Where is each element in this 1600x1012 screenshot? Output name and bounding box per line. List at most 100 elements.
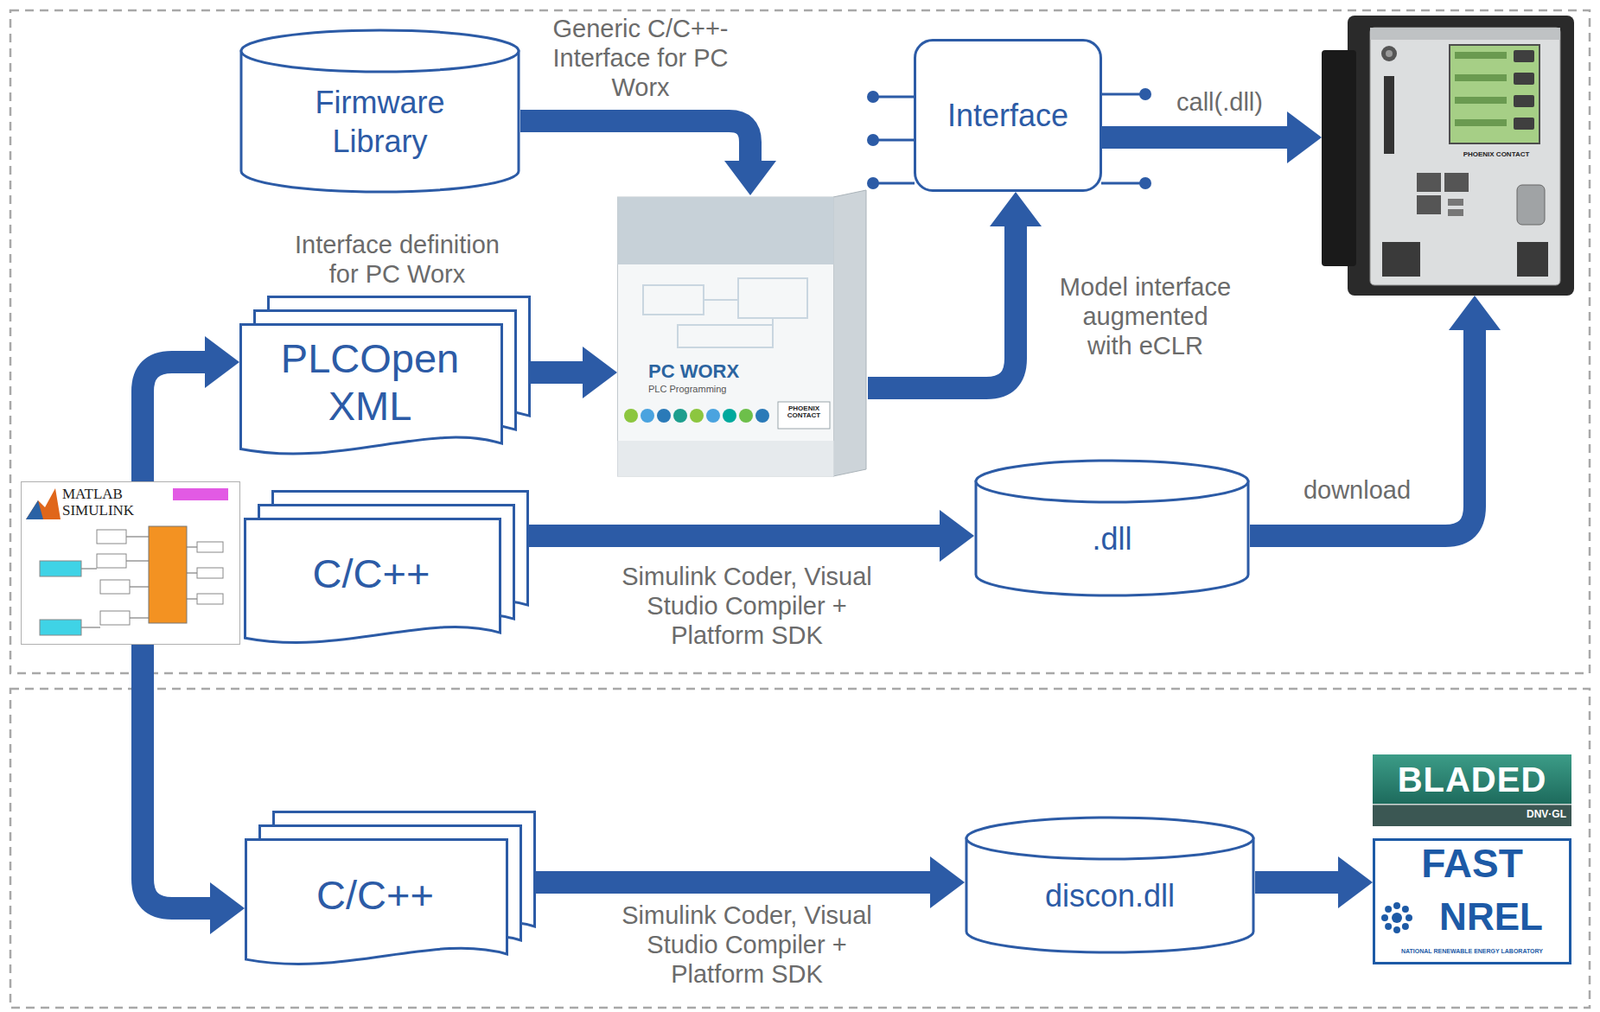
software-box-art (617, 188, 868, 480)
cylinder-top (241, 30, 519, 72)
cover-dot (689, 408, 704, 423)
pin-dot (866, 90, 880, 103)
model-block (96, 554, 127, 568)
pin-line (873, 182, 915, 185)
art-text-slot: BLADED (1372, 759, 1572, 800)
art-label: PC WORX (648, 360, 813, 383)
network-port (1444, 172, 1469, 192)
interface-box: Interface (913, 38, 1103, 192)
arrow-shaft (142, 644, 213, 909)
nrel-mark (1381, 914, 1389, 922)
heading-label: Interface definition for PC Worx (286, 229, 508, 289)
cover-figure (677, 325, 773, 348)
cover-dot (755, 408, 770, 423)
model-block (39, 560, 82, 577)
logo-plate (777, 401, 830, 429)
usb-port (1447, 209, 1464, 217)
document-sheet (246, 840, 508, 965)
art-text-slot: MATLAB SIMULINK (62, 486, 149, 519)
document-sheet (241, 325, 503, 455)
device-display (1449, 44, 1540, 144)
art-label: NATIONAL RENEWABLE ENERGY LABORATORY (1376, 948, 1569, 956)
heading-slot: Interface definition for PC Worx (286, 229, 508, 289)
model-block (100, 580, 130, 594)
document-stack: PLCOpen XMLInterface definition for PC W… (239, 295, 531, 465)
flow-arrow (1255, 856, 1373, 909)
display-key (1513, 72, 1535, 85)
arrow-head (724, 160, 777, 196)
logo-strip (1372, 804, 1572, 827)
display-row (1454, 74, 1507, 82)
edge-label-slot: Simulink Coder, Visual Studio Compiler +… (615, 561, 880, 651)
cover-figure (643, 285, 704, 315)
arrow-shaft (529, 524, 943, 548)
node-label: Firmware Library (293, 82, 467, 161)
device-panel-top (1370, 27, 1561, 40)
arrow-shaft (1249, 327, 1475, 536)
nrel-mark (1384, 923, 1392, 931)
nrel-mark (1393, 926, 1401, 934)
cylinder-text-slot: discon.dll (964, 857, 1256, 934)
cover-figure (703, 299, 773, 326)
flow-arrow (142, 336, 240, 482)
usb-port (1447, 198, 1464, 206)
pin-dot (1139, 177, 1152, 190)
model-block (39, 619, 82, 636)
nrel-mark (1402, 905, 1409, 913)
display-row (1454, 119, 1507, 127)
logo-rule (1372, 803, 1572, 806)
cylinder-text-slot: Firmware Library (239, 70, 521, 173)
flow-arrow (142, 644, 245, 935)
cover-figure (738, 278, 808, 319)
arrow-head (210, 882, 245, 935)
edge-label-slot: Generic C/C++-Interface for PC Worx (543, 13, 739, 103)
nrel-mark (1391, 912, 1403, 924)
terminal-block (1517, 242, 1549, 277)
art-text-slot: PC WORX (648, 360, 813, 383)
region-frame (10, 688, 1590, 1008)
arrow-head (939, 509, 975, 562)
arrow-head (1287, 111, 1322, 164)
nrel-mark (1402, 923, 1409, 931)
cylinder-top (966, 817, 1254, 860)
display-row (1454, 96, 1507, 104)
display-key (1513, 117, 1535, 130)
arrow-head (1448, 295, 1501, 331)
nrel-mark (1405, 914, 1413, 922)
art-text-slot: NATIONAL RENEWABLE ENERGY LABORATORY (1376, 948, 1569, 956)
bladed-logo: BLADEDDNV·GL (1372, 754, 1572, 827)
arrow-shaft (520, 121, 751, 164)
edge-label-slot: Model interface augmented with eCLR (1058, 272, 1233, 362)
art-label: PHOENIX CONTACT (1451, 150, 1542, 159)
software-box: PC WORXPLC ProgrammingPHOENIX CONTACT (617, 188, 868, 480)
display-row (1454, 51, 1507, 59)
pin-line (1101, 182, 1146, 185)
flow-arrow (535, 856, 965, 909)
arrow-shaft (867, 223, 1016, 389)
model-block (172, 488, 229, 501)
edge-label: Simulink Coder, Visual Studio Compiler +… (615, 900, 880, 990)
model-block (197, 567, 224, 579)
region-frame (10, 10, 1590, 674)
art-text-slot: PHOENIX CONTACT (780, 405, 828, 421)
arrow-shaft (535, 871, 933, 894)
edge-label: call(.dll) (1154, 87, 1285, 117)
cover-dot (739, 408, 753, 423)
document-text-slot: C/C++ (243, 517, 499, 632)
storage-cylinder: discon.dll (964, 815, 1256, 955)
flow-arrow (529, 509, 975, 562)
arrow-shaft (142, 362, 208, 482)
cylinder-text-slot: .dll (974, 500, 1250, 577)
node-label: Interface (947, 95, 1069, 135)
node-label: C/C++ (312, 550, 431, 599)
art-text-slot: PHOENIX CONTACT (1451, 150, 1542, 159)
model-block (197, 541, 224, 553)
box-spine (833, 190, 867, 477)
pin-dot (1139, 88, 1152, 101)
arrow-head (204, 336, 240, 389)
network-port (1416, 195, 1441, 215)
nrel-mark (1384, 905, 1392, 913)
model-block (148, 526, 187, 624)
model-canvas (21, 482, 241, 645)
device-knob (1381, 45, 1397, 62)
